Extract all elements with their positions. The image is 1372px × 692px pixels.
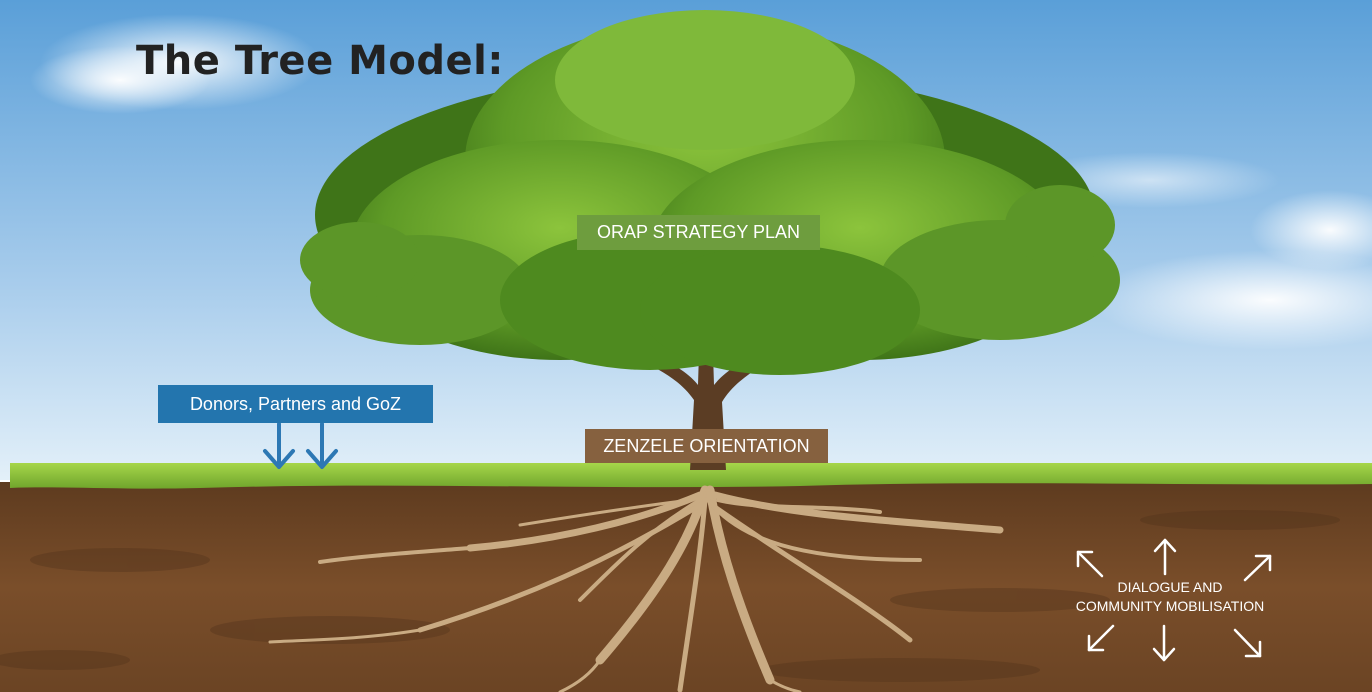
zenzele-orientation-label: ZENZELE ORIENTATION xyxy=(585,429,828,463)
arrow-up-right-icon xyxy=(1243,554,1272,582)
tree-trunk xyxy=(640,320,772,470)
strategy-plan-label: ORAP STRATEGY PLAN xyxy=(577,215,820,250)
arrow-up-icon xyxy=(1153,538,1177,576)
donors-label: Donors, Partners and GoZ xyxy=(158,385,433,423)
dialogue-line-1: DIALOGUE AND xyxy=(1117,579,1223,595)
arrow-up-left-icon xyxy=(1076,550,1104,578)
clouds xyxy=(30,14,1372,350)
dialogue-mobilisation-label: DIALOGUE AND COMMUNITY MOBILISATION xyxy=(1060,578,1280,616)
diagram-title: The Tree Model: xyxy=(136,38,504,84)
grass xyxy=(10,463,1372,489)
arrow-down-icon xyxy=(1152,624,1176,662)
arrow-down-icon xyxy=(263,422,295,469)
tree-roots xyxy=(268,485,1004,692)
arrow-down-left-icon xyxy=(1087,624,1115,652)
donor-arrows xyxy=(263,422,338,469)
tree-canopy xyxy=(300,10,1120,375)
soil-texture xyxy=(0,510,1340,682)
dialogue-line-2: COMMUNITY MOBILISATION xyxy=(1075,598,1265,614)
arrow-down-icon xyxy=(306,422,338,469)
arrow-down-right-icon xyxy=(1233,628,1262,658)
dialogue-arrows xyxy=(1076,538,1272,662)
